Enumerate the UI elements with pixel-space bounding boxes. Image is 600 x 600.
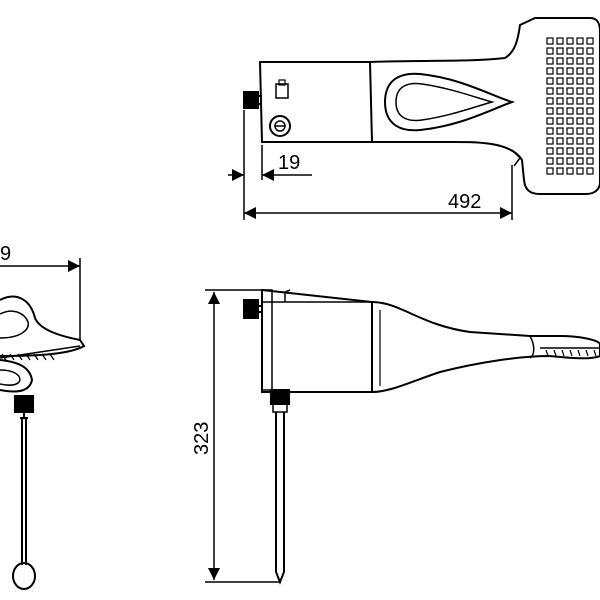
front-lever-tip [275, 571, 285, 585]
shower-hole [556, 127, 564, 135]
shower-hole [586, 97, 594, 105]
shower-hole [576, 97, 584, 105]
shower-hole [576, 57, 584, 65]
shower-hole [586, 147, 594, 155]
shower-hole [556, 37, 564, 45]
shower-hole [566, 77, 574, 85]
shower-hole [576, 147, 584, 155]
shower-hole [586, 137, 594, 145]
shower-hole [566, 117, 574, 125]
shower-hole [546, 37, 554, 45]
shower-hole [556, 167, 564, 175]
shower-hole [556, 47, 564, 55]
front-valve [270, 389, 290, 405]
shower-head-holes [546, 37, 594, 175]
shower-hole [576, 87, 584, 95]
shower-hole [546, 67, 554, 75]
shower-hole [556, 57, 564, 65]
shower-hole [556, 147, 564, 155]
shower-hole [556, 97, 564, 105]
top-switch [275, 83, 289, 99]
shower-hole [586, 47, 594, 55]
shower-hole [576, 137, 584, 145]
shower-hole [546, 77, 554, 85]
shower-hole [566, 57, 574, 65]
shower-hole [566, 107, 574, 115]
top-handle-outline [369, 17, 600, 195]
shower-hole [556, 67, 564, 75]
shower-hole [576, 37, 584, 45]
shower-hole [586, 57, 594, 65]
left-side-view [0, 295, 86, 590]
shower-hole [566, 37, 574, 45]
shower-hole [556, 107, 564, 115]
shower-hole [546, 147, 554, 155]
dim-323-label: 323 [191, 422, 213, 455]
shower-hole [586, 77, 594, 85]
front-view [243, 288, 600, 585]
shower-hole [576, 157, 584, 165]
shower-hole [556, 87, 564, 95]
shower-hole [566, 127, 574, 135]
front-body-outline [261, 288, 373, 393]
top-knob [269, 115, 291, 137]
shower-hole [576, 67, 584, 75]
shower-hole [566, 157, 574, 165]
left-lever-knob [12, 562, 36, 590]
shower-hole [546, 107, 554, 115]
shower-hole [546, 117, 554, 125]
shower-hole [586, 107, 594, 115]
shower-hole [566, 47, 574, 55]
shower-hole [576, 167, 584, 175]
height-dimension [205, 289, 280, 583]
shower-hole [576, 47, 584, 55]
shower-hole [546, 157, 554, 165]
top-dimensions [228, 110, 513, 220]
shower-hole [566, 87, 574, 95]
shower-hole [556, 157, 564, 165]
shower-hole [566, 67, 574, 75]
shower-hole [556, 117, 564, 125]
shower-hole [556, 137, 564, 145]
shower-hole [556, 77, 564, 85]
front-inlet-fitting [243, 299, 259, 319]
front-handle-outline [371, 301, 600, 393]
shower-hole [566, 167, 574, 175]
top-handle-grip [383, 72, 516, 132]
dim-19-label: 19 [278, 152, 300, 174]
shower-hole [586, 117, 594, 125]
shower-hole [586, 67, 594, 75]
shower-hole [576, 127, 584, 135]
shower-hole [586, 87, 594, 95]
shower-hole [546, 127, 554, 135]
dim-9-label: 9 [0, 243, 11, 265]
shower-hole [586, 167, 594, 175]
shower-hole [586, 157, 594, 165]
left-valve [14, 395, 34, 413]
shower-hole [576, 117, 584, 125]
left-head-outline [0, 295, 86, 357]
shower-hole [546, 167, 554, 175]
top-inlet-fitting [243, 91, 259, 109]
shower-hole [566, 147, 574, 155]
shower-hole [576, 107, 584, 115]
shower-hole [586, 37, 594, 45]
top-nozzle [511, 149, 521, 167]
shower-hole [546, 47, 554, 55]
shower-hole [546, 87, 554, 95]
top-handle-grip-inner [395, 82, 495, 122]
shower-hole [546, 137, 554, 145]
shower-hole [566, 137, 574, 145]
left-dimension [0, 258, 81, 340]
shower-hole [546, 97, 554, 105]
dim-492-label: 492 [448, 191, 481, 213]
shower-hole [546, 57, 554, 65]
shower-hole [566, 97, 574, 105]
shower-hole [576, 77, 584, 85]
top-view [243, 17, 600, 195]
shower-hole [586, 127, 594, 135]
